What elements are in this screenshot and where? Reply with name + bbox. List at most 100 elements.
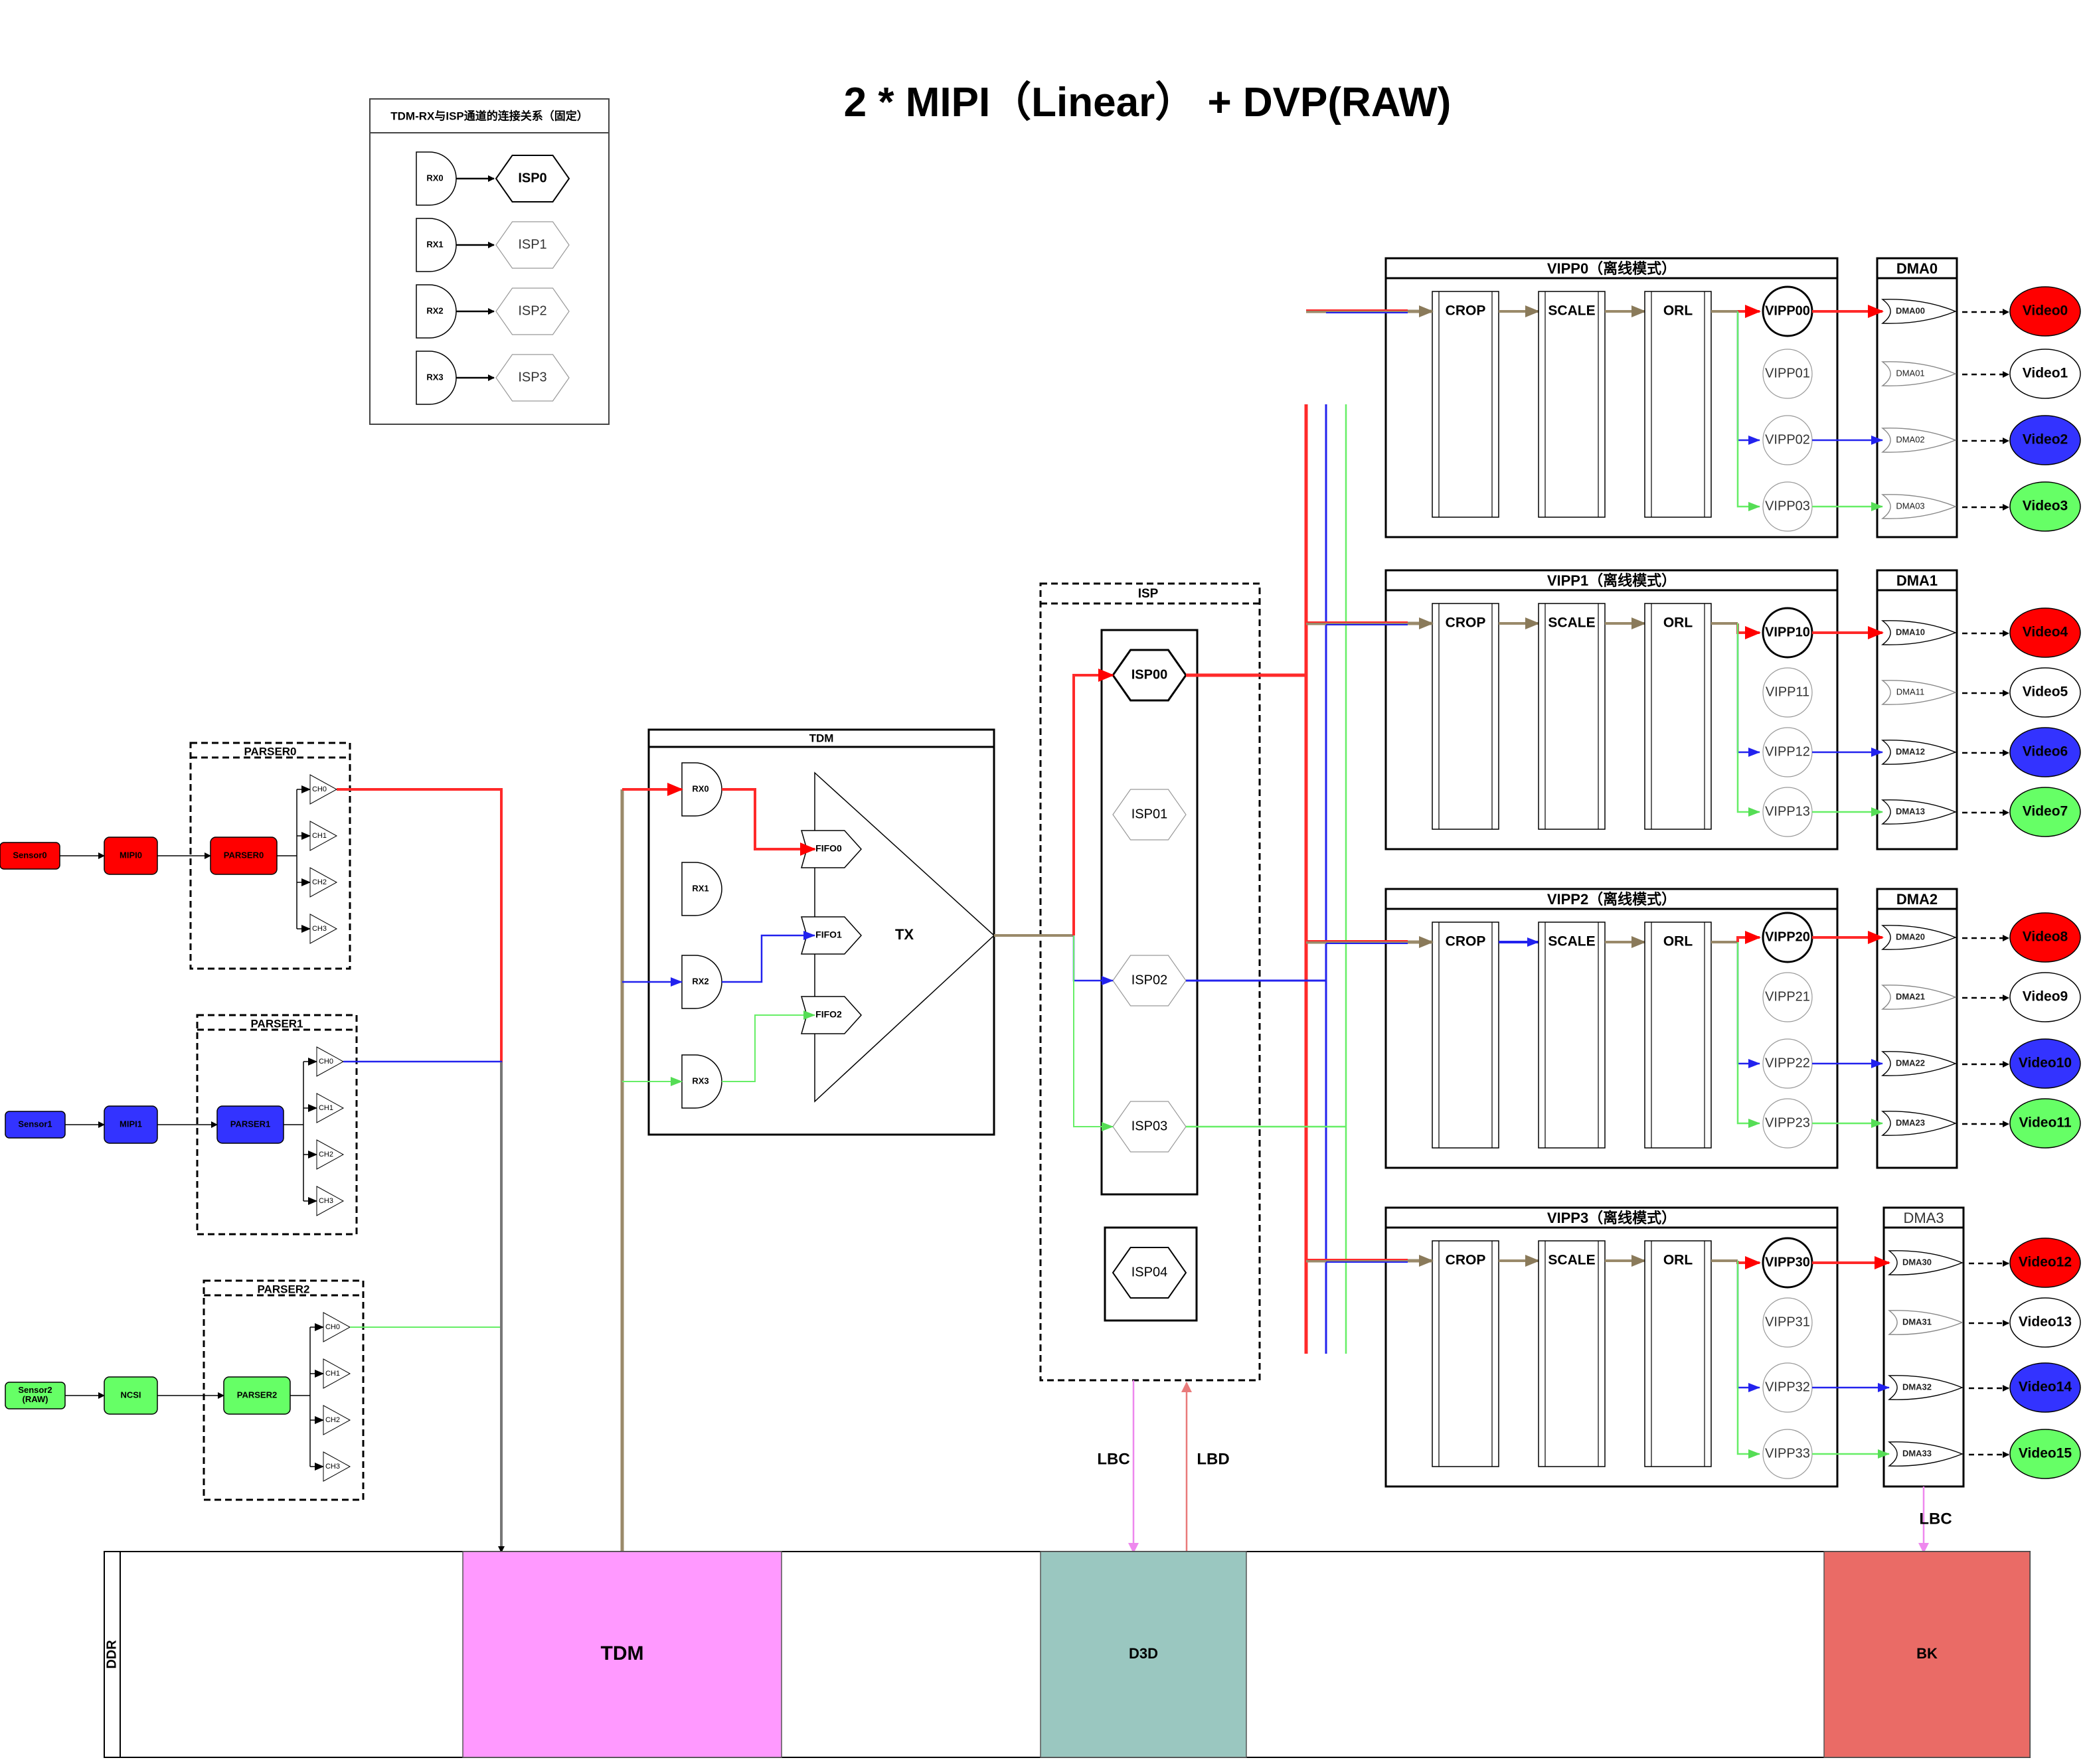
vipp-stage-box: [1538, 922, 1606, 1149]
video-label: Video2: [2023, 432, 2068, 447]
lbd-label: LBD: [1197, 1450, 1229, 1468]
channel-buffer: [309, 914, 338, 944]
dma-gate: [1880, 925, 1957, 950]
path-rx2-fifo1: [722, 931, 815, 983]
video-node: [2009, 349, 2081, 399]
isp-unit-label: ISP02: [1131, 973, 1167, 987]
vipp-out-label: VIPP02: [1765, 432, 1810, 447]
isp-unit-hex: [1112, 789, 1187, 841]
video-label: Video15: [2019, 1446, 2072, 1461]
vipp-stage-box: [1644, 603, 1712, 830]
ddr-region-label: D3D: [1129, 1645, 1158, 1662]
vipp-out-node: [1762, 349, 1813, 399]
vipp-stage-box: [1432, 603, 1499, 830]
vipp-branch: [1736, 1261, 1760, 1459]
legend-rx-gate: [416, 284, 457, 339]
vipp-title: VIPP2（离线模式）: [1547, 891, 1676, 908]
channel-label: CH0: [325, 1323, 340, 1331]
video-label: Video7: [2023, 804, 2068, 819]
channel-label: CH0: [312, 785, 327, 793]
isp-title: ISP: [1138, 587, 1159, 601]
isp-unit-label: ISP01: [1131, 807, 1167, 821]
vipp-out-label: VIPP13: [1765, 804, 1810, 819]
vipp-branch: [1736, 931, 1761, 944]
tdm-rx-gate: [681, 762, 722, 817]
video-node: [2009, 912, 2081, 963]
video-node: [2009, 1038, 2081, 1089]
vipp-stage-box: [1644, 291, 1712, 518]
vipp-out-label: VIPP11: [1766, 684, 1809, 699]
video-label: Video13: [2019, 1315, 2072, 1330]
legend-isp-hex: [495, 354, 570, 402]
parser-group-frame: [189, 742, 351, 970]
vipp-out-label: VIPP20: [1765, 929, 1810, 944]
video-node: [2009, 607, 2081, 658]
vipp-stage-box: [1644, 1240, 1712, 1467]
channel-label: CH2: [312, 878, 327, 886]
legend-title: TDM-RX与ISP通道的连接关系（固定）: [390, 109, 588, 122]
vipp-title: VIPP0（离线模式）: [1547, 260, 1676, 277]
channel-label: CH1: [312, 832, 327, 840]
dma-gate: [1880, 1051, 1957, 1076]
vipp-out-label: VIPP22: [1765, 1056, 1810, 1070]
dma-gate: [1887, 1441, 1963, 1467]
dma-title: DMA1: [1896, 572, 1938, 589]
tdm-title: TDM: [809, 732, 834, 744]
video-label: Video4: [2023, 625, 2068, 640]
vipp-stage-box: [1538, 1240, 1606, 1467]
video-label: Video1: [2023, 366, 2068, 381]
dma-label: DMA20: [1896, 931, 1925, 941]
vipp-branch: [1736, 311, 1760, 511]
channel-buffer: [309, 821, 338, 851]
video-label: Video9: [2023, 989, 2068, 1004]
vipp-out-label: VIPP03: [1765, 499, 1810, 513]
dma-gate: [1880, 680, 1957, 705]
dma-label: DMA10: [1896, 627, 1925, 637]
tdm-fifo-label: FIFO0: [815, 843, 842, 854]
channel-label: CH3: [325, 1463, 340, 1471]
ddr-region: [462, 1551, 782, 1758]
legend-isp-label: ISP3: [518, 370, 546, 384]
vipp-out-label: VIPP00: [1765, 303, 1810, 318]
dma-gate: [1880, 428, 1957, 453]
vipp-stage-box: [1644, 922, 1712, 1149]
dma-label: DMA22: [1896, 1058, 1925, 1068]
parser-group-title: PARSER2: [257, 1283, 309, 1295]
video-node: [2009, 1098, 2081, 1149]
isp04-label: ISP04: [1131, 1265, 1167, 1279]
vipp-stage-box: [1432, 291, 1499, 518]
video-label: Video10: [2019, 1056, 2072, 1071]
tdm-rx-gate: [681, 955, 722, 1009]
path-sensor0: [337, 788, 503, 1062]
tdm-fifo-label: FIFO2: [815, 1009, 842, 1020]
video-node: [2009, 727, 2081, 777]
vipp-out-label: VIPP32: [1765, 1380, 1810, 1394]
legend-rx-gate: [416, 218, 457, 272]
vipp-out-label: VIPP30: [1765, 1255, 1810, 1269]
lbc-label: LBC: [1097, 1450, 1129, 1468]
sensor-label: Sensor2(RAW): [18, 1385, 52, 1404]
channel-buffer: [316, 1139, 345, 1170]
channel-buffer: [316, 1186, 345, 1216]
video-node: [2009, 1429, 2081, 1479]
ddr-region-label: BK: [1916, 1645, 1938, 1662]
dma-label: DMA13: [1896, 806, 1925, 816]
vipp-out-label: VIPP21: [1765, 989, 1810, 1004]
channel-buffer: [316, 1093, 345, 1123]
path-sensor1: [343, 1060, 503, 1327]
legend-rx-label: RX3: [426, 372, 443, 382]
legend-frame: [369, 98, 610, 425]
vipp-stage-box: [1538, 603, 1606, 830]
ddr-label: DDR: [104, 1640, 119, 1669]
vipp-stage-label: ORL: [1663, 934, 1693, 949]
vipp-out-label: VIPP31: [1765, 1315, 1810, 1329]
isp-unit-label: ISP00: [1131, 667, 1167, 682]
dma-label: DMA00: [1896, 305, 1925, 315]
video-node: [2009, 972, 2081, 1022]
parser-label: PARSER2: [237, 1390, 277, 1400]
video-label: Video12: [2019, 1255, 2072, 1270]
video-label: Video6: [2023, 744, 2068, 760]
vipp-branch: [1736, 942, 1760, 1128]
